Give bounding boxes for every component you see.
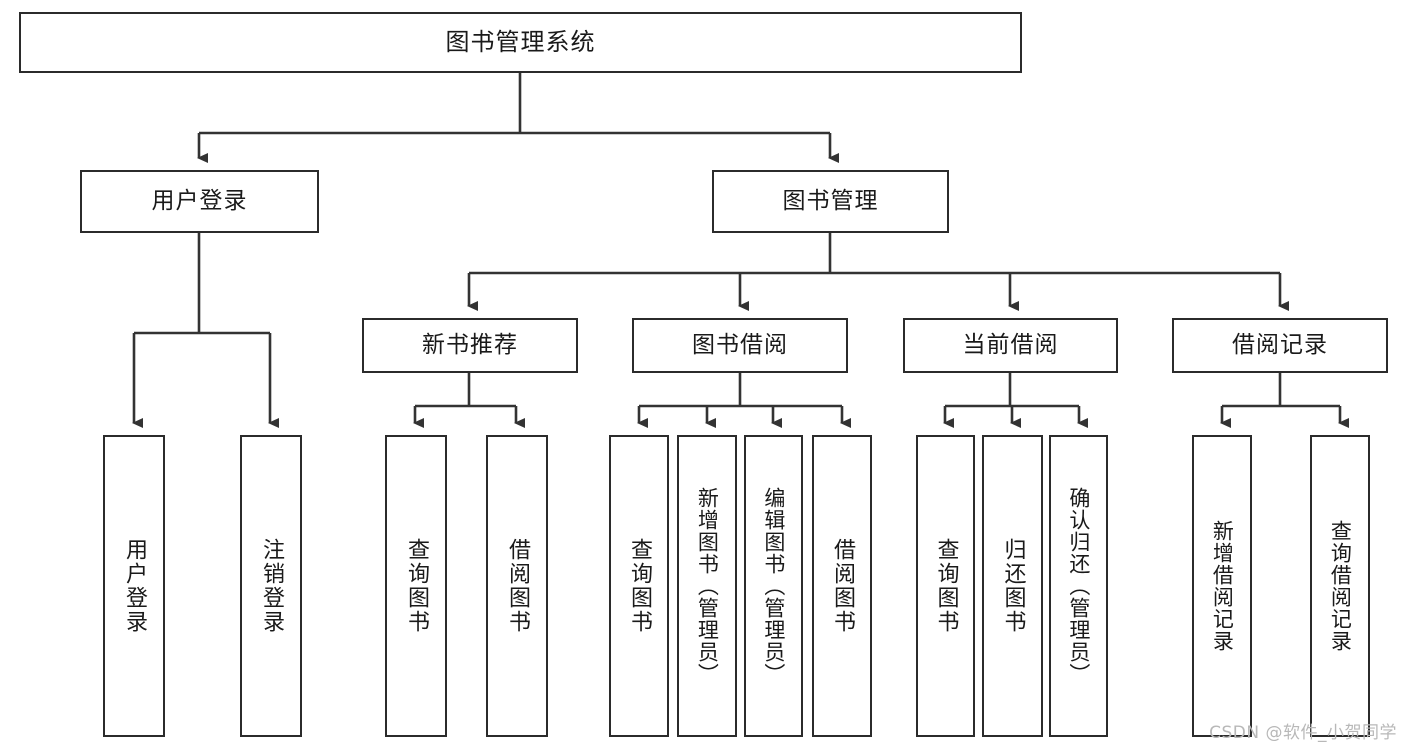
node-label: 注销登录	[258, 538, 284, 634]
node-user-login[interactable]: 用户登录	[80, 170, 319, 233]
node-label: 确认归还（管理员）	[1066, 487, 1091, 685]
node-label: 用户登录	[121, 538, 147, 634]
node-label: 借阅记录	[1232, 331, 1328, 358]
node-new-book-recommendation[interactable]: 新书推荐	[362, 318, 578, 373]
node-label: 新书推荐	[422, 331, 518, 358]
leaf-edit-book-admin[interactable]: 编辑图书（管理员）	[744, 435, 803, 737]
node-label: 编辑图书（管理员）	[761, 487, 786, 685]
leaf-query-books-current[interactable]: 查询图书	[916, 435, 975, 737]
node-label: 当前借阅	[962, 331, 1059, 358]
leaf-confirm-return-admin[interactable]: 确认归还（管理员）	[1049, 435, 1108, 737]
node-root-book-management-system[interactable]: 图书管理系统	[19, 12, 1022, 73]
node-label: 图书借阅	[692, 331, 788, 358]
node-borrowing-record[interactable]: 借阅记录	[1172, 318, 1388, 373]
leaf-query-books-borrow[interactable]: 查询图书	[609, 435, 669, 737]
node-label: 查询图书	[403, 538, 429, 634]
node-current-borrowing[interactable]: 当前借阅	[903, 318, 1118, 373]
node-book-management[interactable]: 图书管理	[712, 170, 949, 233]
node-label: 归还图书	[1000, 538, 1026, 634]
leaf-borrow-books-recommend[interactable]: 借阅图书	[486, 435, 548, 737]
watermark-text: CSDN @软件_小贺同学	[1209, 723, 1397, 743]
node-label: 查询借阅记录	[1328, 520, 1353, 652]
node-label: 借阅图书	[504, 538, 530, 634]
leaf-user-login[interactable]: 用户登录	[103, 435, 165, 737]
leaf-borrow-books[interactable]: 借阅图书	[812, 435, 872, 737]
node-label: 新增图书（管理员）	[695, 487, 720, 685]
leaf-query-borrow-record[interactable]: 查询借阅记录	[1310, 435, 1370, 737]
leaf-add-borrow-record[interactable]: 新增借阅记录	[1192, 435, 1252, 737]
node-label: 新增借阅记录	[1210, 520, 1235, 652]
leaf-logout[interactable]: 注销登录	[240, 435, 302, 737]
leaf-add-book-admin[interactable]: 新增图书（管理员）	[677, 435, 737, 737]
node-book-borrowing[interactable]: 图书借阅	[632, 318, 848, 373]
leaf-query-books-recommend[interactable]: 查询图书	[385, 435, 447, 737]
node-label: 用户登录	[151, 187, 248, 214]
node-label: 图书管理	[782, 187, 879, 214]
node-label: 查询图书	[933, 538, 959, 634]
node-label: 借阅图书	[829, 538, 855, 634]
leaf-return-books[interactable]: 归还图书	[982, 435, 1043, 737]
node-label: 查询图书	[626, 538, 652, 634]
node-label: 图书管理系统	[445, 28, 596, 57]
